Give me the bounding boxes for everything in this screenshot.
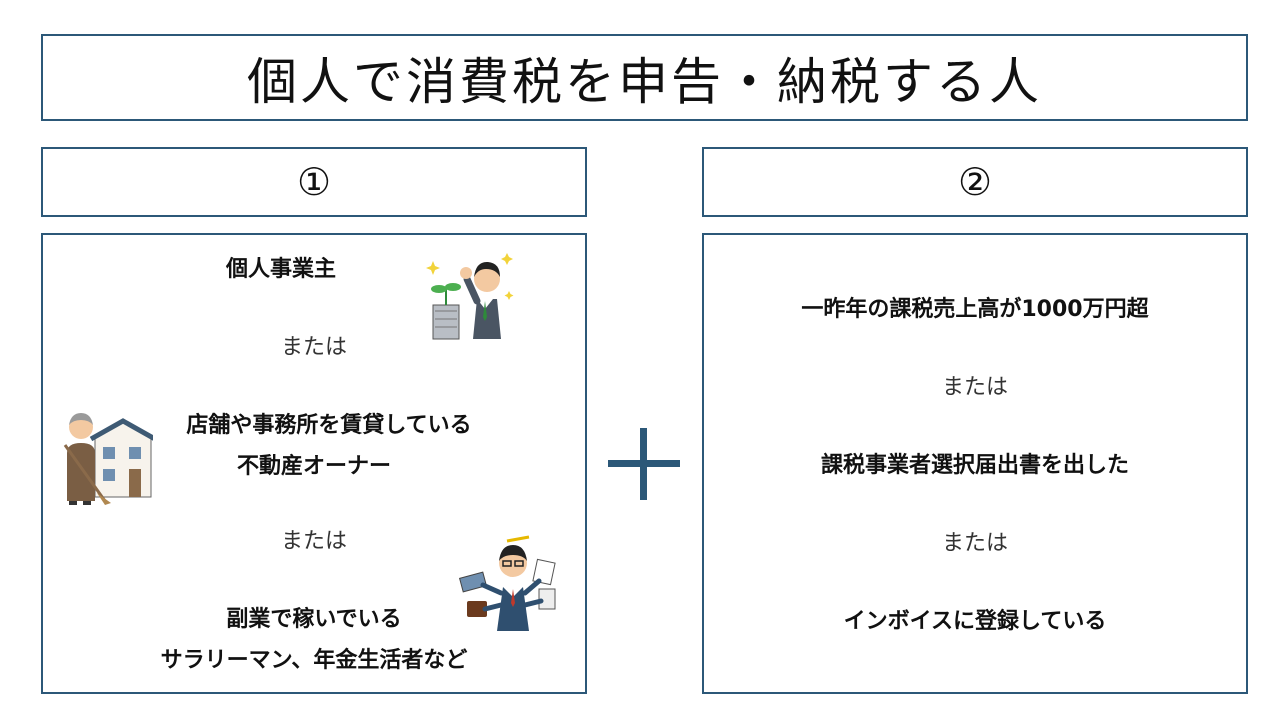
right-item-invoice-registration: インボイスに登録している [843,609,1107,634]
right-or-1: または [941,375,1008,400]
left-item-sole-proprietor: 個人事業主 [225,257,336,282]
right-condition-box: 一昨年の課税売上高が1000万円超 または 課税事業者選択届出書を出した または… [702,233,1248,694]
left-item-landlord-line2: 不動産オーナー [236,454,391,479]
right-item-sales-over-10m: 一昨年の課税売上高が1000万円超 [801,297,1149,322]
header-box-1: ① [41,147,587,217]
page-title: 個人で消費税を申告・納税する人 [247,52,1042,111]
salaryman-multitask-illustration [458,535,556,631]
left-or-1: または [280,335,347,360]
landlord-house-illustration [63,413,153,505]
left-item-landlord-line1: 店舗や事務所を賃貸している [186,413,472,438]
title-box: 個人で消費税を申告・納税する人 [41,34,1248,121]
plus-icon [608,428,680,500]
right-or-2: または [941,531,1008,556]
header-number-2: ② [957,160,993,204]
left-item-side-job-line1: 副業で稼いでいる [226,607,402,632]
right-item-taxable-election: 課税事業者選択届出書を出した [820,453,1129,478]
header-number-1: ① [296,160,332,204]
left-condition-box: 個人事業主 または 店舗や事務所を賃貸している 不動産オーナー または 副業で稼… [41,233,587,694]
header-box-2: ② [702,147,1248,217]
left-item-side-job-line2: サラリーマン、年金生活者など [160,648,468,673]
businessman-sprout-illustration [426,253,514,340]
left-or-2: または [280,529,347,554]
